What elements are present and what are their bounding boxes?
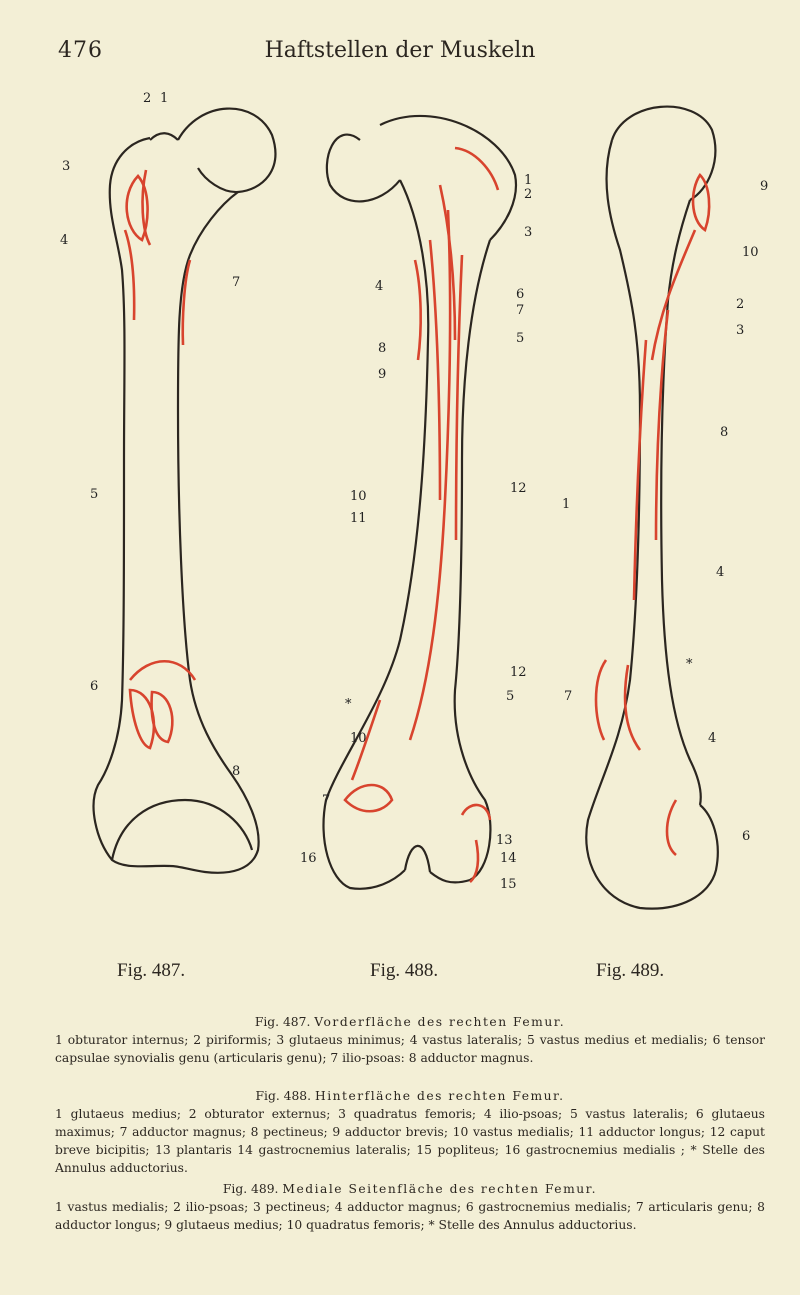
callout: 6 — [90, 679, 98, 694]
callout: 12 — [510, 665, 527, 680]
femur-medial-front-outline — [585, 139, 719, 910]
muscle-lines-anterior — [123, 169, 197, 750]
figure-label-489: Fig. 489. — [596, 960, 665, 981]
callout: 4 — [60, 233, 68, 248]
femur-medial-outline — [169, 191, 260, 874]
callout: 8 — [232, 764, 240, 779]
callout: 8 — [378, 341, 386, 356]
running-title: Haftstellen der Muskeln — [264, 38, 536, 63]
callout: 2 — [143, 91, 151, 106]
callout: 3 — [736, 323, 744, 338]
femur-condyles — [110, 798, 254, 861]
caption-fig-number: Fig. 487. — [254, 1015, 311, 1029]
caption-fig-number: Fig. 489. — [222, 1182, 279, 1196]
callout: 5 — [516, 331, 524, 346]
caption-body: 1 obturator internus; 2 piriformis; 3 gl… — [55, 1033, 765, 1065]
femur-head — [177, 107, 277, 194]
callout: 1 — [524, 173, 532, 188]
muscle-lines-medial — [594, 172, 711, 856]
femur-illustrations: 2 1 3 4 7 5 6 8 1 2 3 4 6 7 5 8 9 12 10 … — [60, 91, 768, 910]
callout: 6 — [742, 829, 750, 844]
callout: 7 — [232, 275, 240, 290]
caption-body: 1 vastus medialis; 2 ilio-psoas; 3 pecti… — [55, 1200, 765, 1232]
callout: 7 — [322, 793, 330, 808]
callout: 11 — [350, 511, 367, 526]
femur-posterior-lateral-outline — [429, 239, 492, 884]
callout: 4 — [708, 731, 716, 746]
caption-fig-488: Fig. 488. Hinterfläche des rechten Femur… — [55, 1087, 765, 1177]
caption-fig-487: Fig. 487. Vorderfläche des rechten Femur… — [55, 1013, 765, 1067]
page-number: 476 — [58, 38, 103, 63]
callout: 9 — [378, 367, 386, 382]
femur-lateral-outline — [92, 136, 171, 868]
callout: 6 — [516, 287, 524, 302]
femur-anterior-drawing — [92, 107, 277, 874]
femur-intercondylar — [403, 844, 432, 873]
callout: 8 — [720, 425, 728, 440]
caption-body: 1 glutaeus medius; 2 obturator externus;… — [55, 1107, 765, 1175]
caption-fig-489: Fig. 489. Mediale Seitenfläche des recht… — [55, 1180, 765, 1234]
caption-fig-number: Fig. 488. — [255, 1089, 312, 1103]
callout: 13 — [496, 833, 513, 848]
callout: 10 — [350, 731, 367, 746]
callout: 10 — [742, 245, 759, 260]
callout: 5 — [506, 689, 514, 704]
caption-title: Vorderfläche des rechten Femur. — [314, 1015, 566, 1029]
callout-labels: 2 1 3 4 7 5 6 8 1 2 3 4 6 7 5 8 9 12 10 … — [60, 91, 768, 892]
callout: 7 — [516, 303, 524, 318]
muscle-lines-posterior — [343, 146, 500, 883]
femur-posterior-medial-outline — [322, 179, 430, 890]
femur-head-medial — [610, 105, 717, 201]
femur-trochanter — [379, 115, 518, 241]
caption-title: Mediale Seitenfläche des rechten Femur. — [282, 1182, 598, 1196]
callout: 3 — [524, 225, 532, 240]
callout: 7 — [564, 689, 572, 704]
femur-head-posterior — [325, 133, 401, 203]
callout: * — [686, 657, 693, 672]
callout: 4 — [375, 279, 383, 294]
callout: 4 — [716, 565, 724, 580]
callout: 2 — [736, 297, 744, 312]
femur-medial-drawing — [585, 105, 719, 910]
callout: 3 — [62, 159, 70, 174]
callout: 14 — [500, 851, 517, 866]
callout: 1 — [160, 91, 168, 106]
callout: 9 — [760, 179, 768, 194]
callout: 1 — [562, 497, 570, 512]
figure-label-488: Fig. 488. — [370, 960, 439, 981]
callout: 5 — [90, 487, 98, 502]
callout: * — [345, 697, 352, 712]
callout: 16 — [300, 851, 317, 866]
callout: 10 — [350, 489, 367, 504]
figure-label-487: Fig. 487. — [117, 960, 186, 981]
caption-title: Hinterfläche des rechten Femur. — [314, 1089, 565, 1103]
femur-medial-back-outline — [660, 199, 702, 806]
callout: 2 — [524, 187, 532, 202]
callout: 15 — [500, 877, 517, 892]
callout: 12 — [510, 481, 527, 496]
